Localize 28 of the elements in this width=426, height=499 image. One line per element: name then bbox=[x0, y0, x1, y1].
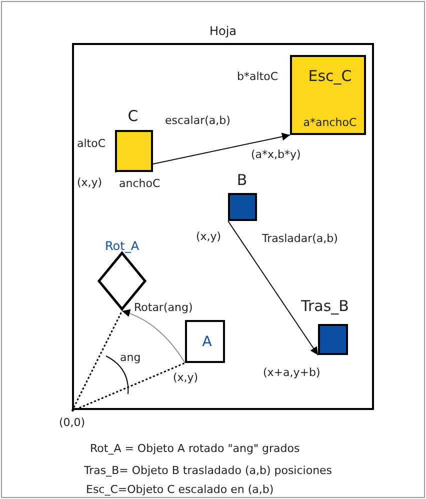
shape-label: C bbox=[126, 106, 140, 126]
dotted-line bbox=[71, 310, 123, 412]
shape-label: Hoja bbox=[208, 23, 238, 40]
annotation-label: (x,y) bbox=[173, 371, 198, 385]
origin-label: (0,0) bbox=[54, 411, 90, 435]
edge-label: Trasladar(a,b) bbox=[262, 232, 338, 246]
annotation-label: (x,y) bbox=[196, 230, 222, 244]
arrow bbox=[122, 310, 186, 364]
annotation-label: (x+a,y+b) bbox=[263, 366, 320, 380]
shape-label: Rot_A bbox=[104, 238, 140, 254]
edge-label: escalar(a,b) bbox=[165, 114, 230, 128]
note-text: Esc_C=Objeto C escalado en (a,b) bbox=[86, 483, 274, 497]
annotation-label: b*altoC bbox=[237, 70, 278, 84]
arrow bbox=[228, 220, 318, 356]
shape-label: Esc_C bbox=[307, 66, 353, 87]
note-text: Rot_A = Objeto A rotado "ang" grados bbox=[90, 442, 300, 456]
angle-label: ang bbox=[120, 351, 141, 365]
shape-label: B bbox=[236, 170, 248, 190]
annotation-label: (a*x,b*y) bbox=[251, 148, 301, 162]
edge-label: Rotar(ang) bbox=[134, 301, 193, 315]
dotted-line bbox=[72, 362, 186, 412]
dimension-label: a*anchoC bbox=[302, 115, 358, 131]
note-text: Tras_B= Objeto B trasladado (a,b) posiciones bbox=[84, 464, 332, 478]
shape-label: Tras_B bbox=[300, 296, 350, 316]
annotation-label: altoC bbox=[77, 137, 106, 151]
shape-label: A bbox=[201, 333, 213, 352]
annotation-label: anchoC bbox=[119, 177, 160, 191]
annotation-label: (x,y) bbox=[77, 176, 102, 190]
